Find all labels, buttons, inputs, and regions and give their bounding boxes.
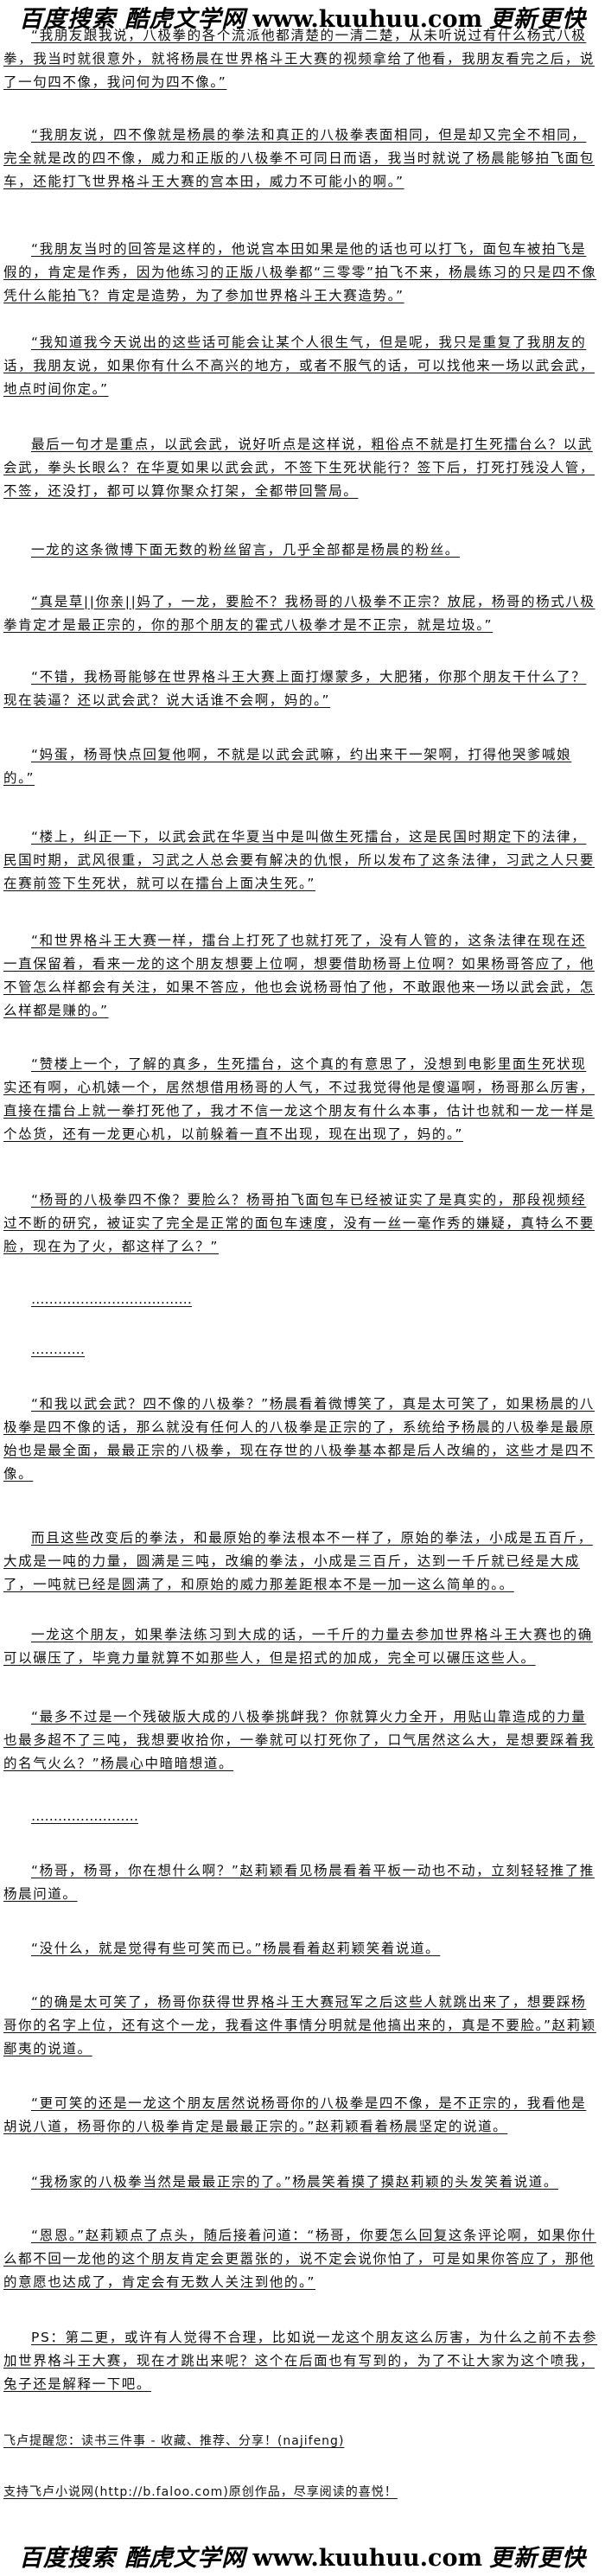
paragraph: “杨哥的八极拳四不像？要脸么？杨哥拍飞面包车已经被证实了是真实的，那段视频经过不… — [3, 1192, 595, 1254]
faloo-support-link[interactable]: 支持飞卢小说网(http://b.faloo.com)原创作品，尽享阅读的喜悦！ — [3, 2485, 398, 2499]
paragraph: “的确是太可笑了，杨哥你获得世界格斗王大赛冠军之后这些人就跳出来了，想要踩杨哥你… — [3, 1994, 596, 2056]
paragraph: “我杨家的八极拳当然是最最正宗的了。”杨晨笑着摸了摸赵莉颖的头发笑着说道。 — [31, 2174, 559, 2190]
logo-url: www.kuuhuu.com — [252, 2545, 483, 2572]
ps-note: PS：第二更，或许有人觉得不合理，比如说一龙这个朋友这么厉害，为什么之前不去参加… — [3, 2330, 598, 2392]
paragraph: “更可笑的还是一龙这个朋友居然说杨哥你的八极拳是四不像，是不正宗的，我看他是胡说… — [3, 2095, 587, 2134]
paragraph: “杨哥，杨哥，你在想什么啊？”赵莉颖看见杨晨看着平板一动也不动，立刻轻轻推了推杨… — [3, 1863, 595, 1902]
ellipsis-separator: ……………………………… — [31, 1291, 192, 1307]
paragraph: 最后一句才是重点，以武会武，说好听点是这样说，粗俗点不就是打生死擂台么？以武会武… — [3, 437, 595, 499]
logo-right-text: 更新更快 — [489, 2545, 587, 2572]
paragraph: 一龙这个朋友，如果拳法练习到大成的话，一千斤的力量去参加世界格斗王大赛也的确可以… — [3, 1627, 593, 1666]
paragraph: “我朋友跟我说，八极拳的各个流派他都清楚的一清二楚，从未听说过有什么杨式八极拳，… — [3, 28, 595, 90]
paragraph: 一龙的这条微博下面无数的粉丝留言，几乎全部都是杨晨的粉丝。 — [31, 542, 460, 558]
paragraph: “和我以武会武？四不像的八极拳？”杨晨看着微博笑了，真是太可笑了，如果杨晨的八极… — [3, 1396, 595, 1482]
paragraph: 而且这些改变后的拳法，和最原始的拳法根本不一样了，原始的拳法，小成是五百斤，大成… — [3, 1530, 593, 1592]
ellipsis-separator: …………………… — [31, 1808, 138, 1824]
logo-right-text: 更新更快 — [489, 6, 587, 33]
ellipsis-separator: ………… — [31, 1342, 85, 1357]
paragraph: “不错，我杨哥能够在世界格斗王大赛上面打爆蒙多，大肥猪，你那个朋友干什么了？现在… — [3, 669, 587, 708]
paragraph: “我朋友说，四不像就是杨晨的拳法和真正的八极拳表面相同，但是却又完全不相同，完全… — [3, 127, 595, 189]
faloo-reminder: 飞卢提醒您：读书三件事 - 收藏、推荐、分享！(najifeng) — [3, 2434, 345, 2448]
paragraph: “恩恩。”赵莉颖点了点头，随后接着问道：“杨哥，你要怎么回复这条评论啊，如果你什… — [3, 2228, 596, 2290]
paragraph: “我知道我今天说出的这些话可能会让某个人很生气，但是呢，我只是重复了我朋友的话，… — [3, 335, 595, 397]
paragraph: “没什么，就是觉得有些可笑而已。”杨晨看着赵莉颖笑着说道。 — [31, 1941, 441, 1956]
paragraph: “我朋友当时的回答是这样的，他说宫本田如果是他的话也可以打飞，面包车被拍飞是假的… — [3, 241, 597, 303]
paragraph: “楼上，纠正一下，以武会武在华夏当中是叫做生死擂台，这是民国时期定下的法律，民国… — [3, 829, 595, 891]
paragraph: “赞楼上一个，了解的真多，生死擂台，这个真的有意思了，没想到电影里面生死状现实还… — [3, 1056, 595, 1142]
logo-url: www.kuuhuu.com — [252, 6, 483, 33]
paragraph: “真是草||你亲||妈了，一龙，要脸不？我杨哥的八极拳不正宗？放屁，杨哥的杨式八… — [3, 594, 595, 633]
paragraph: “和世界格斗王大赛一样，擂台上打死了也就打死了，没有人管的，这条法律在现在还一直… — [3, 933, 595, 1018]
logo-left-text: 百度搜索 酷虎文学网 — [18, 6, 246, 33]
paragraph: “最多不过是一个残破版大成的八极拳挑衅我？你就算火力全开，用贴山靠造成的力量也最… — [3, 1709, 595, 1771]
logo-left-text: 百度搜索 酷虎文学网 — [18, 2545, 246, 2572]
paragraph: “妈蛋，杨哥快点回复他啊，不就是以武会武嘛，约出来干一架啊，打得他哭爹喊娘的。” — [3, 747, 572, 786]
